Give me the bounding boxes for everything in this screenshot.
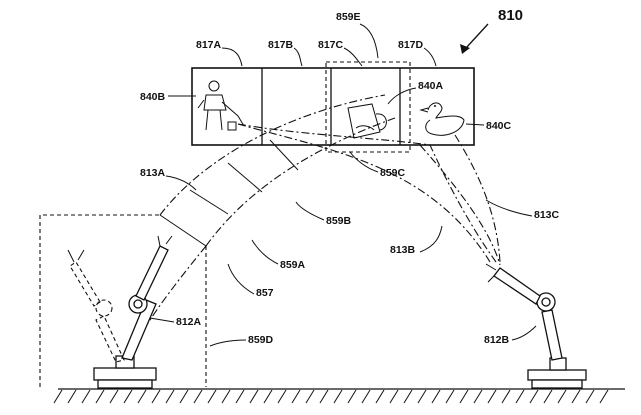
ground-hatch-mark: [95, 389, 105, 404]
figure-number: 810: [498, 7, 523, 24]
ground-hatch-mark: [179, 389, 189, 404]
label-817c: 817C: [318, 39, 344, 51]
label-817b: 817B: [268, 39, 294, 51]
ground-hatch-mark: [53, 389, 63, 404]
ground-hatch-mark: [557, 389, 567, 404]
ground-hatch-mark: [207, 389, 217, 404]
ground-hatch-mark: [109, 389, 119, 404]
ground-hatch-mark: [249, 389, 259, 404]
ground-hatch-mark: [515, 389, 525, 404]
ground-hatch-mark: [431, 389, 441, 404]
label-813a: 813A: [140, 167, 166, 179]
ground-hatch-mark: [403, 389, 413, 404]
labels: 810 817A 817B 817C 817D 859E 840B 840A 8…: [140, 7, 560, 347]
robot-right: [485, 263, 587, 389]
ground-hatch-mark: [67, 389, 77, 404]
label-840b: 840B: [140, 91, 166, 103]
label-859d: 859D: [248, 334, 274, 346]
figure-arrow-icon: [460, 44, 470, 54]
ground-hatch-mark: [347, 389, 357, 404]
label-817a: 817A: [196, 39, 222, 51]
ground-hatch-mark: [165, 389, 175, 404]
label-859b: 859B: [326, 215, 352, 227]
robot-left: [67, 235, 173, 389]
ground-hatch-mark: [417, 389, 427, 404]
label-812a: 812A: [176, 316, 202, 328]
ground-hatch-mark: [543, 389, 553, 404]
ground-hatch-mark: [81, 389, 91, 404]
label-813c: 813C: [534, 209, 560, 221]
ground-hatch-mark: [123, 389, 133, 404]
ground-hatch-mark: [263, 389, 273, 404]
label-859c: 859C: [380, 167, 406, 179]
label-859e: 859E: [336, 11, 361, 23]
ground-hatch-mark: [473, 389, 483, 404]
ground-hatch-mark: [305, 389, 315, 404]
label-817d: 817D: [398, 39, 424, 51]
ground-hatch-mark: [375, 389, 385, 404]
ground-hatch-mark: [319, 389, 329, 404]
ground-hatch-mark: [487, 389, 497, 404]
ground-hatch-mark: [529, 389, 539, 404]
ground-hatch-mark: [333, 389, 343, 404]
label-840a: 840A: [418, 80, 444, 92]
ground-hatch-mark: [277, 389, 287, 404]
ground-hatch-mark: [459, 389, 469, 404]
ground-hatch-mark: [137, 389, 147, 404]
ground-hatch-mark: [599, 389, 609, 404]
ground-hatch-mark: [361, 389, 371, 404]
left-enclosure: [39, 214, 207, 387]
ground-hatch-mark: [571, 389, 581, 404]
ground-hatch-mark: [389, 389, 399, 404]
ground-hatch-mark: [585, 389, 595, 404]
ground-hatch-mark: [221, 389, 231, 404]
ground-hatch-mark: [445, 389, 455, 404]
person-image: [197, 80, 245, 131]
ground: [53, 388, 625, 404]
ground-hatch-mark: [291, 389, 301, 404]
ground-hatch-mark: [193, 389, 203, 404]
ground-hatch-mark: [235, 389, 245, 404]
label-813b: 813B: [390, 244, 416, 256]
label-859a: 859A: [280, 259, 306, 271]
label-812b: 812B: [484, 334, 510, 346]
label-840c: 840C: [486, 120, 512, 132]
trajectories: [127, 94, 501, 361]
ground-hatch-mark: [501, 389, 511, 404]
cup-image: [347, 103, 387, 139]
duck-image: [419, 102, 465, 136]
ground-hatch-mark: [151, 389, 161, 404]
display-panel: [191, 61, 475, 153]
label-857: 857: [256, 287, 274, 299]
